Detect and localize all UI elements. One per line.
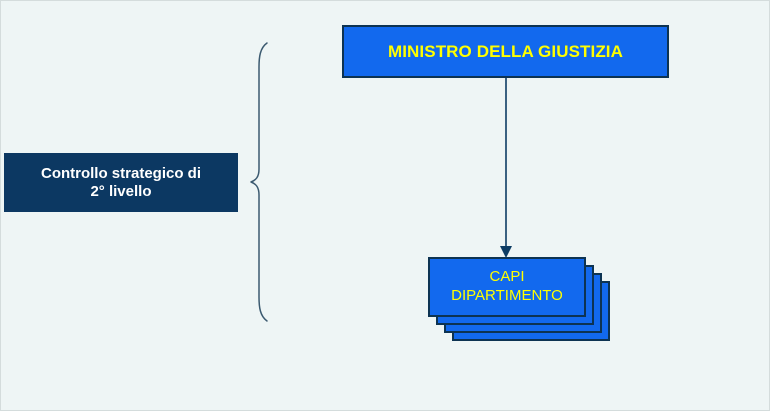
dept-label-line1: CAPI [489,268,525,286]
control-label-line2: 2° livello [90,182,152,200]
dept-label-line2: DIPARTIMENTO [451,287,563,304]
control-label-line1: Controllo strategico di [40,165,201,183]
minister-label: MINISTRO DELLA GIUSTIZIA [387,41,624,61]
scope-brace-icon [250,42,268,322]
node-ministro-della-giustizia[interactable]: MINISTRO DELLA GIUSTIZIA [342,25,669,78]
node-controllo-strategico-label: Controllo strategico di 2° livello [4,153,238,212]
dept-stack-card-front[interactable]: CAPI DIPARTIMENTO [428,257,586,317]
control-label-text: Controllo strategico di 2° livello [41,165,201,200]
dept-label: CAPI DIPARTIMENTO [451,268,563,306]
node-capi-dipartimento-stack[interactable]: CAPI DIPARTIMENTO [428,257,610,341]
arrow-minister-to-departments [500,78,512,258]
